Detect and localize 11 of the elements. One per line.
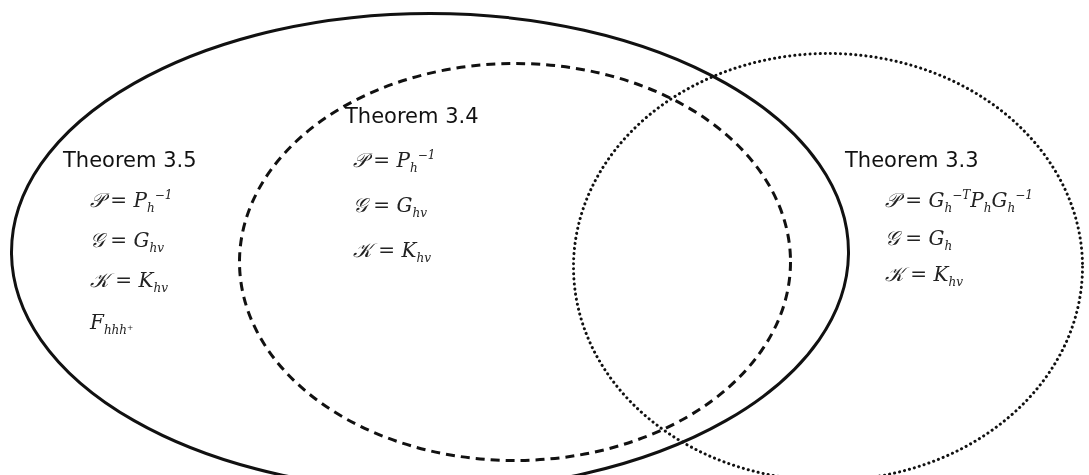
formula: 𝒢 = G$_{hv}$ xyxy=(353,193,427,220)
formula: 𝒢 = G$_{hv}$ xyxy=(90,228,164,255)
formula: 𝒦 = K$_{hv}$ xyxy=(90,268,168,295)
set-ellipse xyxy=(238,62,792,462)
formula: F$_{hhh⁺}$ xyxy=(90,310,134,337)
theorem-heading: Theorem 3.5 xyxy=(63,148,197,172)
formula: 𝒢 = G$_{h}$ xyxy=(885,226,953,253)
formula: 𝒦 = K$_{hv}$ xyxy=(353,238,431,265)
formula: 𝒦 = K$_{hv}$ xyxy=(885,262,963,289)
theorem-heading: Theorem 3.4 xyxy=(345,104,479,128)
theorem-heading: Theorem 3.3 xyxy=(845,148,979,172)
